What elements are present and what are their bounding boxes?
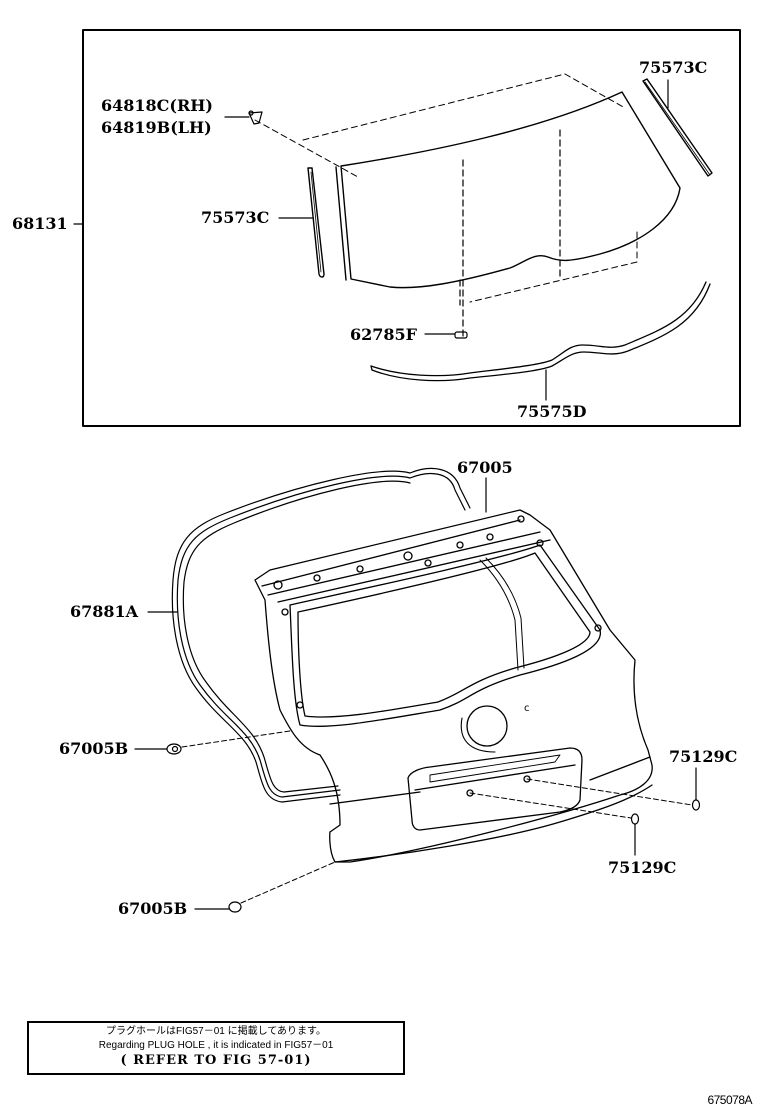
label-67881A: 67881A xyxy=(70,602,139,621)
plug-75129C-upper xyxy=(526,767,701,811)
glass-group-frame xyxy=(82,29,741,427)
label-64818C-rh: 64818C(RH) xyxy=(101,96,213,115)
back-door-panel: c xyxy=(254,509,653,863)
glass-stopper-clip xyxy=(248,110,263,125)
label-68131: 68131 xyxy=(12,214,68,233)
side-moulding-right xyxy=(642,78,713,177)
back-door-weatherstrip xyxy=(171,467,471,803)
figure-id: 675078A xyxy=(707,1093,752,1107)
emblem-mark: c xyxy=(524,703,530,714)
back-window-glass xyxy=(254,73,681,341)
glass-spacer xyxy=(454,331,468,339)
plug-67005B-lower xyxy=(228,861,336,913)
label-67005B-lower: 67005B xyxy=(118,899,188,918)
label-75573C-left: 75573C xyxy=(201,208,270,227)
label-75129C-lower: 75129C xyxy=(608,858,677,877)
lower-glass-moulding xyxy=(370,281,711,382)
plug-67005B-upper xyxy=(166,730,291,755)
plug-hole-note: プラグホールはFIG57－01 に掲載してあります。 Regarding PLU… xyxy=(27,1021,405,1075)
plug-75129C-lower xyxy=(469,792,640,856)
note-refer-link[interactable]: ( REFER TO FIG 57-01) xyxy=(120,1053,312,1068)
label-75575D: 75575D xyxy=(517,402,587,421)
label-62785F: 62785F xyxy=(350,325,418,344)
note-english: Regarding PLUG HOLE , it is indicated in… xyxy=(98,1040,334,1051)
label-67005: 67005 xyxy=(457,458,513,477)
label-64819B-lh: 64819B(LH) xyxy=(101,118,212,137)
label-75129C-upper: 75129C xyxy=(669,747,738,766)
side-moulding-left xyxy=(307,167,325,278)
label-67005B-upper: 67005B xyxy=(59,739,129,758)
label-75573C-right: 75573C xyxy=(639,58,708,77)
note-japanese: プラグホールはFIG57－01 に掲載してあります。 xyxy=(105,1026,327,1037)
